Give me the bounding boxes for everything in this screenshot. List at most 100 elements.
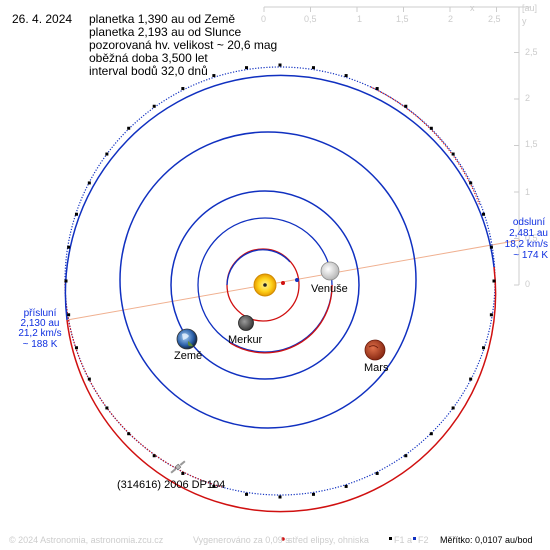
- orbit-point-marker: [127, 432, 131, 436]
- x-tick-label: 2,5: [488, 14, 501, 24]
- orbit-point-marker: [451, 152, 455, 156]
- orbit-point-marker: [278, 63, 282, 67]
- info-line-period: oběžná doba 3,500 let: [89, 51, 208, 65]
- aphelion-temperature: ~ 174 K: [513, 250, 548, 261]
- x-tick-label: 0,5: [304, 14, 317, 24]
- perihelion-temperature: ~ 188 K: [22, 339, 58, 350]
- orbit-point-marker: [482, 212, 486, 216]
- orbit-point-marker: [404, 104, 408, 108]
- venus-orbit-red: [229, 284, 333, 354]
- aphelion-title: odsluní: [512, 217, 546, 228]
- footer-legend-f1: F1 a: [394, 535, 413, 545]
- x-tick-label: 1: [357, 14, 363, 24]
- orbit-point-marker: [429, 432, 433, 436]
- y-tick-label: 2: [525, 93, 531, 103]
- orbit-point-marker: [105, 406, 109, 410]
- axis-unit-label: [au]: [522, 3, 538, 13]
- orbit-point-marker: [64, 279, 68, 283]
- earth-label: Země: [174, 350, 203, 362]
- orbit-point-marker: [212, 74, 216, 78]
- mercury-label: Merkur: [228, 334, 263, 346]
- venus-planet-icon: [320, 261, 340, 281]
- orbit-point-marker: [105, 152, 109, 156]
- aphelion-distance: 2,481 au: [509, 228, 548, 239]
- y-axis-letter: y: [522, 16, 527, 26]
- mercury-planet-icon: [238, 315, 254, 331]
- orbit-point-marker: [375, 87, 379, 91]
- aphelion-speed: 18,2 km/s: [504, 239, 548, 250]
- outer-orbit-red: [66, 266, 497, 513]
- venus-label: Venuše: [311, 283, 348, 295]
- apsis-line: [66, 239, 521, 321]
- footer-legend-center: střed elipsy, ohniska: [288, 535, 369, 545]
- legend-center-dot-icon: [281, 537, 285, 541]
- info-line-distance-sun: planetka 2,193 au od Slunce: [89, 25, 242, 39]
- orbit-point-marker: [74, 346, 78, 350]
- footer-copyright: © 2024 Astronomia, astronomia.zcu.cz: [9, 535, 164, 545]
- asteroid-orbit-blue: [64, 66, 496, 496]
- info-line-magnitude: pozorovaná hv. velikost ~ 20,6 mag: [89, 38, 278, 52]
- asteroid-orbit-red-2: [64, 280, 223, 488]
- y-tick-label: 2,5: [525, 47, 538, 57]
- asteroid-orbit-red: [370, 86, 481, 207]
- orbit-point-marker: [492, 279, 496, 283]
- orbit-point-marker: [87, 181, 91, 185]
- asteroid-spacecraft-icon: [170, 460, 186, 474]
- orbit-point-marker: [311, 492, 315, 496]
- perihelion-title: přísluní: [23, 308, 57, 319]
- legend-f2-square-icon: [413, 537, 416, 540]
- ellipse-center-marker: [281, 281, 285, 285]
- y-tick-label: 1,5: [525, 139, 538, 149]
- legend-f1-square-icon: [389, 537, 392, 540]
- orbit-point-marker: [489, 313, 493, 317]
- orbit-point-marker: [429, 126, 433, 130]
- orbit-point-marker: [344, 484, 348, 488]
- orbit-point-marker: [482, 346, 486, 350]
- y-tick-label: 0,5: [525, 233, 538, 243]
- perihelion-distance: 2,130 au: [20, 318, 60, 329]
- mars-planet-icon: [364, 339, 386, 361]
- x-axis-ticks: [263, 7, 497, 12]
- orbit-point-marker: [245, 492, 249, 496]
- mars-label: Mars: [364, 362, 389, 374]
- orbit-point-marker: [451, 406, 455, 410]
- mars-orbit: [119, 131, 417, 429]
- focus-f2-marker: [295, 278, 299, 282]
- sun-icon: [253, 273, 277, 297]
- footer-legend-f2: F2: [418, 535, 429, 545]
- orbit-point-marker: [469, 181, 473, 185]
- orbit-point-marker: [67, 313, 71, 317]
- orbit-point-marker: [404, 454, 408, 458]
- orbit-point-markers: [64, 63, 496, 499]
- orbit-point-marker: [311, 66, 315, 70]
- y-tick-label: 0: [525, 279, 531, 289]
- footer-generated: Vygenerováno za 0,09 s: [193, 535, 290, 545]
- x-tick-label: 0: [261, 14, 267, 24]
- date-label: 26. 4. 2024: [12, 12, 73, 26]
- footer-scale: Měřítko: 0,0107 au/bod: [440, 535, 533, 545]
- asteroid-name-label: (314616) 2006 DP104: [117, 479, 226, 491]
- orbit-point-marker: [152, 104, 156, 108]
- orbit-point-marker: [245, 66, 249, 70]
- orbit-point-marker: [74, 212, 78, 216]
- orbit-point-marker: [469, 377, 473, 381]
- y-axis-ticks: [514, 52, 519, 286]
- orbit-point-marker: [375, 471, 379, 475]
- orbit-point-marker: [212, 484, 216, 488]
- x-tick-label: 2: [448, 14, 454, 24]
- orbit-point-marker: [278, 495, 282, 499]
- aphelion-block: odsluní: [508, 217, 550, 228]
- orbit-point-marker: [87, 377, 91, 381]
- x-axis-letter: x: [470, 3, 475, 13]
- info-line-distance-earth: planetka 1,390 au od Země: [89, 12, 236, 26]
- orbit-point-marker: [181, 87, 185, 91]
- outer-orbit-blue: [64, 74, 495, 321]
- orbit-point-marker: [489, 245, 493, 249]
- earth-orbit: [170, 190, 360, 380]
- earth-planet-icon: [176, 328, 198, 350]
- orbit-point-marker: [181, 471, 185, 475]
- y-tick-label: 1: [525, 187, 531, 197]
- x-tick-label: 1,5: [396, 14, 409, 24]
- orbit-point-marker: [67, 245, 71, 249]
